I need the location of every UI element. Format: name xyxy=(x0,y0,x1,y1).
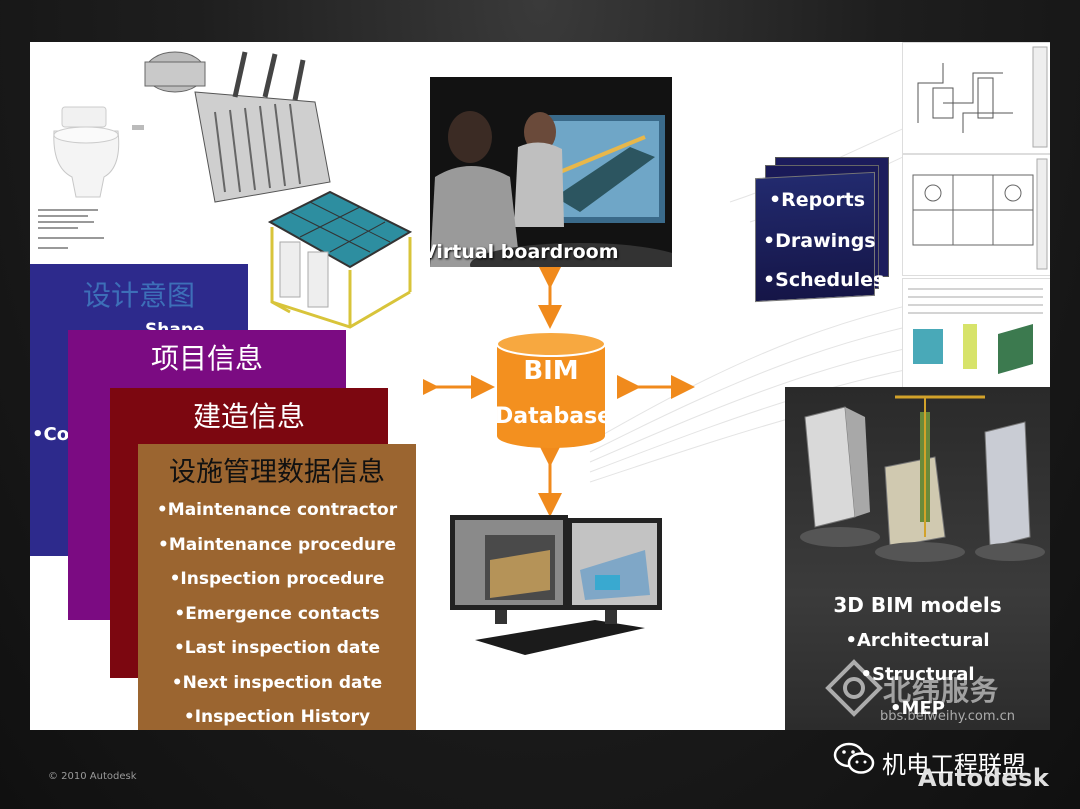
bim-model-architectural: •Architectural xyxy=(845,630,990,651)
arrows xyxy=(423,267,695,517)
database-label-database: Database xyxy=(495,404,613,429)
bim-models-panel: 3D BIM models •Architectural •Structural… xyxy=(785,387,1050,730)
canopy-structure-image xyxy=(260,182,420,332)
wechat-account-name: 机电工程联盟 xyxy=(882,751,1026,779)
copyright-text: © 2010 Autodesk xyxy=(48,771,137,782)
drawing-sheet-mep xyxy=(902,42,1050,154)
card-design-intent-peek2: •Co xyxy=(32,424,70,445)
facility-item: •Emergence contacts xyxy=(174,603,380,624)
card-project-info-title: 项目信息 xyxy=(150,342,263,375)
documents-stack: •Reports •Drawings •Schedules xyxy=(755,157,895,307)
virtual-boardroom-photo: Virtual boardroom xyxy=(430,77,672,267)
database-label-bim: BIM xyxy=(523,356,579,386)
watermark-url: bbs.beiweihy.com.cn xyxy=(880,709,1016,724)
product-sheet-image xyxy=(32,97,152,257)
facility-item: •Maintenance procedure xyxy=(157,534,397,555)
card-facility-info-title: 设施管理数据信息 xyxy=(169,457,385,488)
facility-info-list: •Maintenance contractor •Maintenance pro… xyxy=(138,493,416,730)
doc-item-reports: •Reports xyxy=(769,189,866,211)
drawing-sheet-plan xyxy=(902,154,1050,276)
bim-model-structural: •Structural xyxy=(860,664,975,685)
watermark-brand: 北纬服务 xyxy=(883,674,1000,707)
dual-monitor-workstation xyxy=(445,510,665,670)
card-construction-info-title: 建造信息 xyxy=(192,400,305,433)
card-design-intent-title: 设计意图 xyxy=(82,279,195,312)
boardroom-label: Virtual boardroom xyxy=(430,241,619,263)
facility-item: •Inspection procedure xyxy=(169,569,385,589)
facility-item: •Maintenance contractor xyxy=(156,500,398,520)
doc-item-drawings: •Drawings xyxy=(763,230,876,252)
facility-item: •Last inspection date xyxy=(173,638,381,658)
doc-item-schedules: •Schedules xyxy=(763,269,885,291)
bim-database: BIM Database xyxy=(495,330,613,450)
card-facility-info: 设施管理数据信息 •Maintenance contractor •Mainte… xyxy=(138,444,416,730)
facility-item: •Inspection History xyxy=(183,707,371,727)
slide-content: Virtual boardroom •Reports •Drawings •Sc… xyxy=(30,42,1050,730)
bim-models-title: 3D BIM models xyxy=(833,593,1002,617)
watermark-logo-icon xyxy=(825,659,883,717)
transformer-image xyxy=(135,42,340,222)
bim-model-mep: •MEP xyxy=(890,698,945,719)
wechat-icon xyxy=(833,741,875,777)
drawing-sheet-schedule xyxy=(902,278,1050,388)
autodesk-logo: Autodesk xyxy=(918,764,1050,792)
facility-item: •Next inspection date xyxy=(171,672,383,693)
